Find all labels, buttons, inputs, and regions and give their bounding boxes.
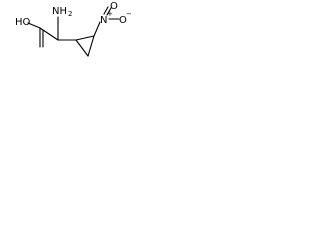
amine-label: NH xyxy=(52,6,67,17)
nitro-oxygen-top-label: O xyxy=(110,1,118,12)
bond-ring-2 xyxy=(87,35,95,57)
hydroxyl-label: HO xyxy=(15,17,31,28)
nitro-nitrogen-label: N xyxy=(100,15,107,26)
bond-ring-1 xyxy=(75,39,89,57)
bond-ring-nitro xyxy=(93,21,101,37)
bond-c-oh xyxy=(27,22,41,29)
bond-n-o-top-1 xyxy=(103,6,109,15)
bond-ring-3 xyxy=(75,35,95,41)
molecule-structure: HO NH 2 N + O O − xyxy=(15,1,131,57)
nitro-oxygen-right-charge: − xyxy=(126,10,131,18)
bond-n-o-top-2 xyxy=(106,7,112,16)
amine-subscript: 2 xyxy=(68,10,72,18)
nitro-nitrogen-charge: + xyxy=(107,10,113,18)
nitro-oxygen-right-label: O xyxy=(119,15,127,26)
